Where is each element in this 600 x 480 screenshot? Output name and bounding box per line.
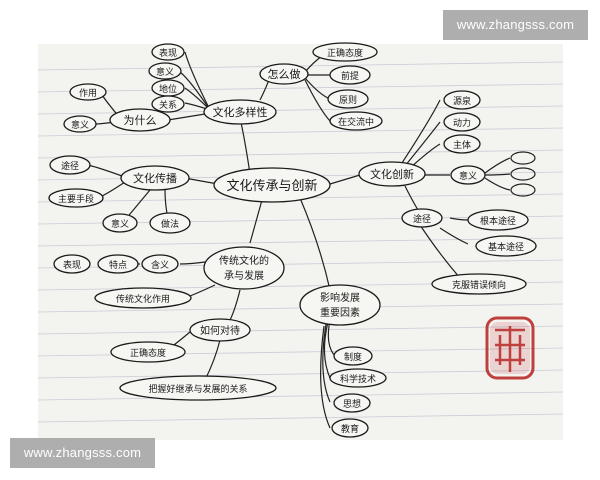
- empty-bubbles: [510, 151, 536, 197]
- factors-item: 教育: [341, 423, 359, 435]
- why-label: 为什么: [124, 114, 157, 127]
- tradition-item: 特点: [109, 259, 127, 271]
- center-label: 文化传承与创新: [226, 178, 317, 194]
- spread-label: 文化传播: [133, 171, 177, 185]
- spread-item: 途径: [61, 160, 79, 172]
- watermark-bottom: www.zhangsss.com: [10, 438, 155, 468]
- innovation-item: 意义: [459, 170, 477, 182]
- tradition-item: 含义: [151, 259, 169, 271]
- how-item: 在交流中: [338, 116, 374, 128]
- spread-item: 主要手段: [58, 193, 94, 205]
- factors-label-line2: 重要因素: [320, 306, 360, 319]
- factors-item: 制度: [344, 351, 362, 363]
- factors-item: 科学技术: [340, 373, 376, 385]
- innovation-path-label: 途径: [413, 213, 431, 225]
- spread-item: 做法: [161, 218, 179, 230]
- how-item: 原则: [339, 94, 357, 106]
- how-label: 怎么做: [268, 67, 301, 81]
- innovation-path-item: 基本途径: [488, 241, 524, 253]
- node-shapes: [48, 42, 537, 438]
- diversity-item: 意义: [156, 66, 174, 78]
- diversity-item: 表现: [159, 47, 177, 59]
- innovation-item: 动力: [453, 117, 471, 129]
- treat-label: 如何对待: [200, 324, 240, 337]
- innovation-path-item: 根本途径: [480, 215, 516, 227]
- red-seal-stamp: [485, 316, 535, 380]
- tradition-item: 表现: [63, 259, 81, 271]
- diversity-label: 文化多样性: [213, 105, 268, 119]
- treat-item: 把握好继承与发展的关系: [148, 383, 247, 395]
- why-item: 作用: [79, 87, 97, 99]
- why-item: 意义: [71, 119, 89, 131]
- watermark-top: www.zhangsss.com: [443, 10, 588, 40]
- tradition-label-line2: 承与发展: [224, 269, 264, 282]
- tradition-role: 传统文化作用: [116, 293, 170, 305]
- how-item: 前提: [341, 70, 359, 82]
- diversity-item: 关系: [159, 99, 177, 111]
- factors-item: 思想: [343, 398, 361, 410]
- diversity-item: 地位: [159, 83, 177, 95]
- tradition-label-line1: 传统文化的: [219, 254, 269, 267]
- innovation-tendency: 克服错误倾向: [452, 279, 506, 291]
- spread-item: 意义: [111, 218, 129, 230]
- treat-item: 正确态度: [130, 347, 166, 359]
- innovation-item: 源泉: [453, 95, 471, 107]
- innovation-label: 文化创新: [370, 167, 414, 181]
- innovation-item: 主体: [453, 139, 471, 151]
- how-item: 正确态度: [327, 47, 363, 59]
- node-labels: 文化传承与创新 文化多样性 表现 意义 地位 关系 怎么做 正确态度 前提 原则…: [58, 47, 524, 435]
- factors-label-line1: 影响发展: [320, 291, 360, 304]
